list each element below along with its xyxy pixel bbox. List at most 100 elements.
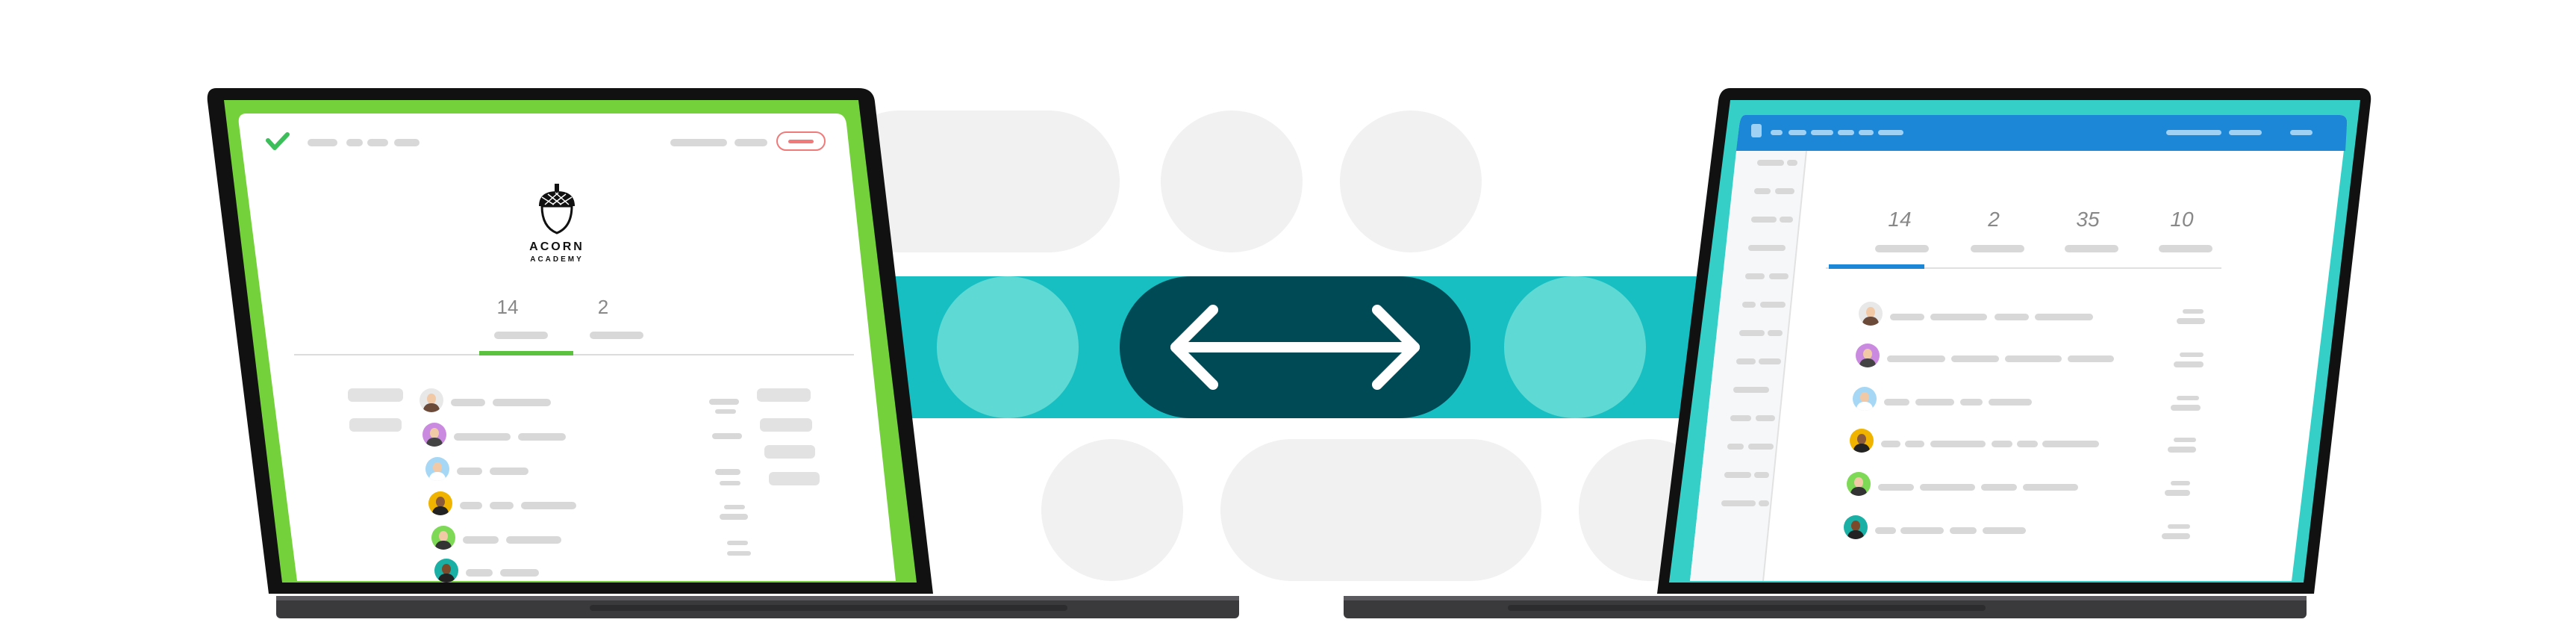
avatar	[1853, 387, 1877, 411]
nav-item[interactable]	[1838, 130, 1854, 135]
tab-count[interactable]: 35	[2076, 208, 2100, 231]
nav-item[interactable]	[308, 139, 337, 146]
row-meta	[2183, 309, 2204, 314]
row-text	[2068, 355, 2114, 362]
bg-circle	[1041, 439, 1183, 581]
row-meta	[715, 409, 736, 414]
checkmark-logo-icon	[266, 132, 290, 150]
sidebar-item[interactable]	[1769, 273, 1788, 279]
sidebar-item[interactable]	[1787, 160, 1797, 166]
sidebar-item[interactable]	[1742, 302, 1756, 308]
sidebar-item[interactable]	[1730, 415, 1751, 421]
sidebar-item[interactable]	[1760, 302, 1786, 308]
row-text	[1920, 484, 1975, 491]
row-text	[1875, 527, 1896, 534]
sidebar-item[interactable]	[1759, 358, 1781, 364]
row-chip	[764, 445, 815, 459]
right-screen-bg	[1690, 115, 2348, 582]
nav-item[interactable]	[2290, 130, 2313, 135]
sidebar-item[interactable]	[1757, 160, 1784, 166]
band-disc-left	[937, 276, 1079, 418]
nav-item[interactable]	[735, 139, 767, 146]
avatar	[431, 526, 455, 550]
row-meta	[727, 551, 751, 556]
row-meta	[720, 481, 740, 485]
nav-item[interactable]	[1788, 130, 1806, 135]
sidebar-item[interactable]	[1739, 330, 1765, 336]
active-tab-indicator	[479, 351, 573, 355]
nav-action-button[interactable]	[776, 131, 826, 151]
avatar	[425, 457, 449, 481]
sidebar-item[interactable]	[1775, 188, 1794, 194]
sidebar-item[interactable]	[1756, 415, 1775, 421]
tab-label[interactable]	[1875, 245, 1929, 252]
tab-count[interactable]: 2	[1988, 208, 2000, 231]
sidebar-item[interactable]	[1733, 387, 1769, 393]
nav-item[interactable]	[670, 139, 727, 146]
sidebar-item[interactable]	[1751, 217, 1777, 223]
tab-label[interactable]	[494, 332, 548, 339]
tab-label[interactable]	[1971, 245, 2024, 252]
row-text	[1915, 399, 1954, 406]
sidebar-item[interactable]	[1727, 444, 1744, 450]
tab-count[interactable]: 2	[597, 296, 609, 318]
nav-item[interactable]	[346, 139, 363, 146]
sidebar-item[interactable]	[1724, 472, 1751, 478]
tab-count[interactable]: 10	[2170, 208, 2194, 231]
brand-subtitle: ACADEMY	[530, 255, 584, 264]
nav-item[interactable]	[2166, 130, 2221, 135]
sidebar-item[interactable]	[1754, 472, 1769, 478]
row-chip	[757, 388, 811, 402]
row-text	[493, 399, 551, 406]
row-meta	[727, 541, 748, 545]
row-text	[1930, 441, 1986, 447]
sidebar-item[interactable]	[1745, 273, 1765, 279]
tabs-divider	[294, 354, 854, 355]
sync-pill	[1120, 276, 1471, 418]
sidebar-item[interactable]	[1748, 245, 1786, 251]
nav-item[interactable]	[394, 139, 420, 146]
tab-label[interactable]	[590, 332, 643, 339]
sidebar-item[interactable]	[1759, 500, 1769, 506]
nav-item[interactable]	[1771, 130, 1783, 135]
row-chip	[348, 388, 403, 402]
nav-item[interactable]	[1859, 130, 1874, 135]
tab-label[interactable]	[2159, 245, 2212, 252]
row-meta	[2174, 361, 2204, 367]
tab-count[interactable]: 14	[496, 296, 519, 318]
tab-count[interactable]: 14	[1888, 208, 1912, 231]
sidebar-item[interactable]	[1768, 330, 1783, 336]
sidebar-item[interactable]	[1748, 444, 1774, 450]
sidebar-item[interactable]	[1721, 500, 1756, 506]
row-text	[457, 468, 482, 475]
sidebar-item[interactable]	[1754, 188, 1771, 194]
row-meta	[712, 433, 742, 439]
row-meta	[2177, 318, 2205, 324]
row-chip	[349, 418, 402, 432]
sidebar-item[interactable]	[1736, 358, 1756, 364]
row-meta	[709, 399, 739, 405]
row-text	[1983, 527, 2026, 534]
active-tab-indicator	[1829, 264, 1924, 269]
app-logo-icon	[1751, 124, 1762, 137]
tab-label[interactable]	[2065, 245, 2118, 252]
row-meta	[2177, 396, 2199, 400]
nav-item[interactable]	[367, 139, 388, 146]
row-text	[521, 502, 576, 509]
row-text	[500, 569, 539, 577]
nav-item[interactable]	[2229, 130, 2262, 135]
row-meta	[2165, 490, 2190, 496]
row-text	[1951, 355, 1999, 362]
double-arrow-icon	[1170, 305, 1420, 390]
nav-item[interactable]	[1811, 130, 1833, 135]
row-meta	[2162, 533, 2190, 539]
sidebar-item[interactable]	[1780, 217, 1793, 223]
row-text	[454, 433, 511, 441]
avatar	[1859, 302, 1883, 326]
row-text	[460, 502, 482, 509]
band-disc-right	[1504, 276, 1646, 418]
tabs-divider	[1826, 267, 2221, 269]
avatar	[422, 423, 446, 447]
row-text	[490, 468, 528, 475]
nav-item[interactable]	[1878, 130, 1903, 135]
